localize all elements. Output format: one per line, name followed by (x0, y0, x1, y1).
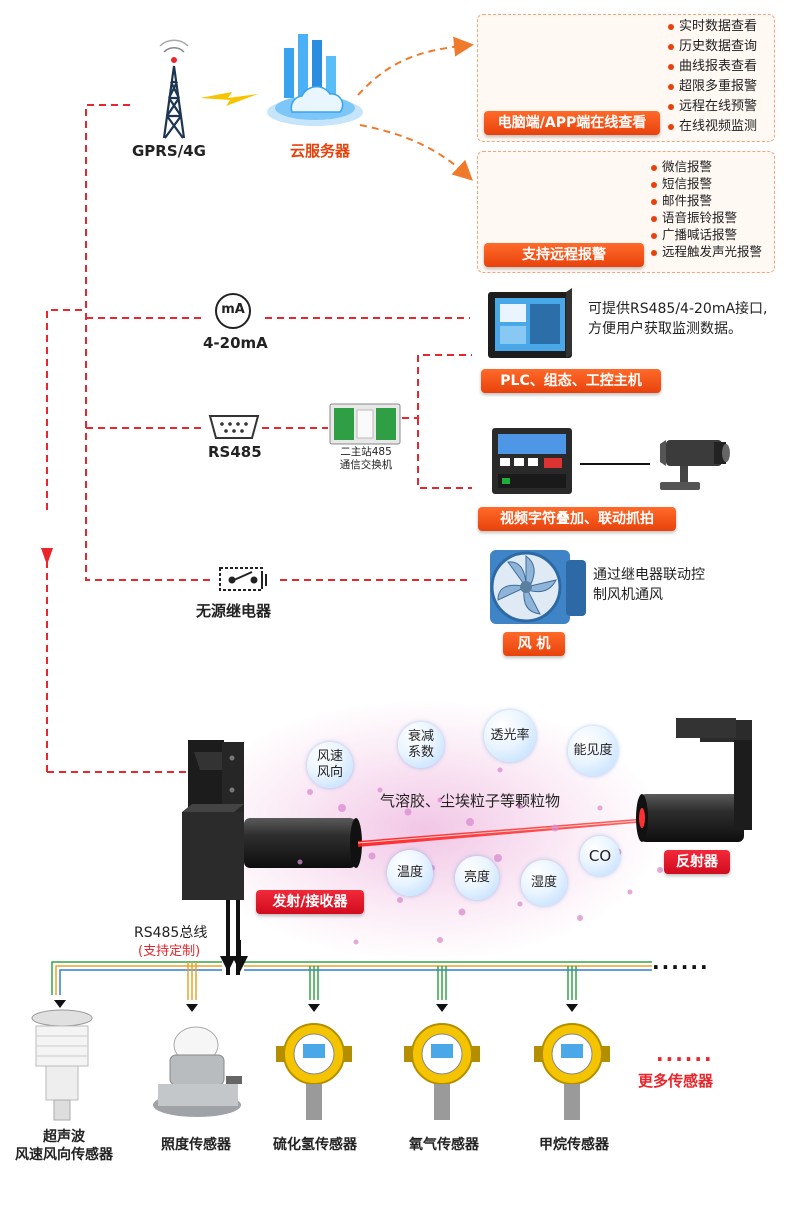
param-bubble-text: 风向 (316, 765, 343, 780)
online-feature-item: 在线视频监测 (668, 117, 757, 137)
cloud-server-label: 云服务器 (290, 142, 351, 160)
gprs-tower-icon (159, 39, 189, 139)
rs485-port-icon (208, 415, 260, 439)
relay-icon (219, 567, 267, 591)
lightning-icon (200, 92, 258, 106)
sensor-label: 氧气传感器 (409, 1137, 479, 1153)
interface-note-line: 可提供RS485/4-20mA接口, (588, 301, 768, 317)
param-bubble: CO (580, 836, 620, 876)
alarm-feature-item: 语音振铃报警 (651, 209, 762, 226)
bus-sub-label: (支持定制) (138, 944, 201, 959)
sensor-label-line: 超声波 (43, 1129, 85, 1145)
rs485-label: RS485 (208, 443, 262, 461)
trunk-main (85, 104, 215, 581)
interface-note: 可提供RS485/4-20mA接口, 方便用户获取监测数据。 (588, 299, 768, 339)
video-overlay-tag: 视频字符叠加、联动抓拍 (478, 507, 676, 531)
plc-tag: PLC、组态、工控主机 (481, 369, 661, 393)
param-bubble-text: 衰减 (407, 729, 434, 744)
param-bubble-text: 风速 (316, 749, 343, 764)
online-feature-item: 曲线报表查看 (668, 57, 757, 77)
more-sensors-label: 更多传感器 (638, 1072, 714, 1090)
param-bubble: 风速 风向 (307, 742, 353, 788)
remote-alarm-tag: 支持远程报警 (484, 243, 644, 267)
ma-label: 4-20mA (203, 334, 268, 352)
sensor-label: 硫化氢传感器 (273, 1137, 357, 1153)
online-feature-item: 远程在线预警 (668, 97, 757, 117)
ma-icon-text: mA (221, 302, 245, 317)
switch-label-line: 二主站485 (340, 446, 392, 458)
h2s-sensor-icon (276, 1023, 352, 1120)
gprs-label: GPRS/4G (132, 142, 206, 160)
bus-drop-arrows (54, 1000, 578, 1012)
relay-note-line: 制风机通风 (593, 587, 663, 603)
switch-label-line: 通信交换机 (339, 459, 393, 471)
param-bubble: 温度 (387, 850, 433, 896)
online-feature-item: 超限多重报警 (668, 77, 757, 97)
rs485-switch-module (329, 403, 401, 445)
plc-touchscreen-icon (488, 288, 572, 358)
upward-arrow (41, 548, 53, 565)
cloud-to-alarm-arrow (359, 124, 473, 181)
switch-label: 二主站485 通信交换机 (328, 446, 404, 472)
camera-icon (660, 440, 730, 490)
alarm-feature-item: 短信报警 (651, 175, 762, 192)
online-feature-item: 实时数据查看 (668, 17, 757, 37)
fan-icon (490, 550, 586, 624)
oxygen-sensor-icon (404, 1023, 480, 1120)
bus-label: RS485总线 (134, 925, 208, 941)
interface-note-line: 方便用户获取监测数据。 (588, 321, 742, 337)
online-feature-item: 历史数据查询 (668, 37, 757, 57)
online-feature-list: 实时数据查看 历史数据查询 曲线报表查看 超限多重报警 远程在线预警 在线视频监… (668, 17, 757, 137)
param-bubble-text: 系数 (407, 745, 434, 760)
alarm-feature-item: 微信报警 (651, 158, 762, 175)
sensor-label: 照度传感器 (161, 1137, 231, 1153)
alarm-feature-list: 微信报警 短信报警 邮件报警 语音振铃报警 广播喊话报警 远程触发声光报警 (651, 158, 762, 260)
illuminance-sensor-icon (153, 1026, 242, 1117)
ultrasonic-wind-sensor-icon (31, 1009, 93, 1121)
alarm-feature-item: 邮件报警 (651, 192, 762, 209)
sensor-label: 超声波 风速风向传感器 (2, 1128, 126, 1164)
transmitter-receiver-tag: 发射/接收器 (256, 890, 364, 914)
online-view-tag: 电脑端/APP端在线查看 (484, 111, 660, 135)
cloud-server-icon (267, 34, 363, 126)
sensor-label-line: 风速风向传感器 (15, 1147, 113, 1163)
sensor-label: 甲烷传感器 (539, 1137, 609, 1153)
alarm-feature-item: 广播喊话报警 (651, 226, 762, 243)
relay-note: 通过继电器联动控 制风机通风 (593, 565, 705, 605)
more-sensors-dots: ······ (656, 1047, 714, 1071)
param-bubble: 亮度 (455, 856, 499, 900)
relay-note-line: 通过继电器联动控 (593, 567, 705, 583)
param-bubble: 能见度 (568, 726, 618, 776)
cloud-to-online-arrow (357, 36, 474, 96)
param-bubble: 透光率 (484, 710, 536, 762)
bus-continuation-dots: ······ (652, 955, 710, 979)
methane-sensor-icon (534, 1023, 610, 1120)
red-signal-trunk (46, 104, 472, 773)
fan-tag: 风 机 (503, 632, 565, 656)
alarm-feature-item: 远程触发声光报警 (651, 243, 762, 260)
particles-label: 气溶胶、尘埃粒子等颗粒物 (380, 792, 561, 810)
param-bubble: 湿度 (521, 860, 567, 906)
relay-label: 无源继电器 (196, 602, 272, 620)
reflector-tag: 反射器 (664, 850, 730, 874)
param-bubble: 衰减 系数 (398, 722, 444, 768)
video-overlay-box-icon (492, 428, 572, 494)
